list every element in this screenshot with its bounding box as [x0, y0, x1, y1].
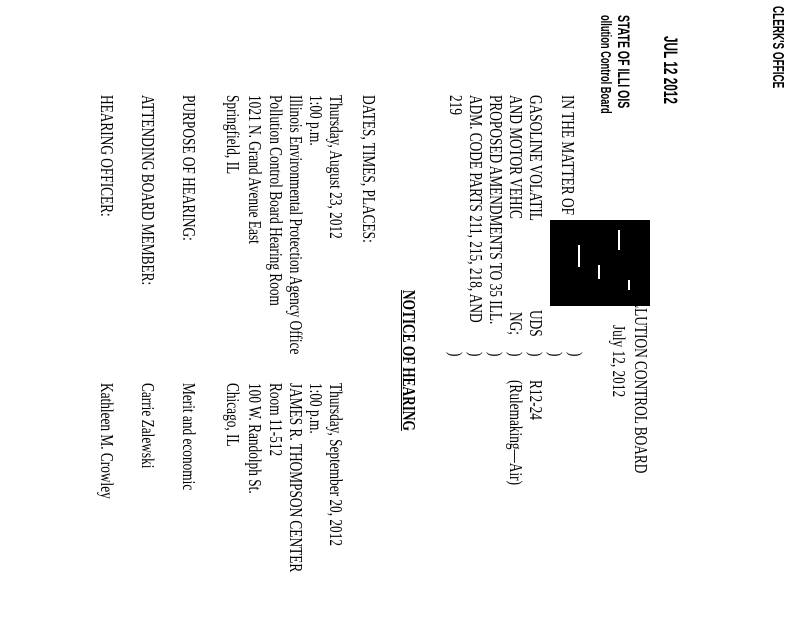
redaction-block: [550, 220, 650, 306]
hearing-officer-label: HEARING OFFICER:: [97, 95, 117, 217]
date-right-line: 1:00 p.m.: [306, 383, 326, 434]
notice-title: NOTICE OF HEARING: [399, 290, 419, 431]
caption-paren: ): [566, 352, 586, 357]
date-right-line: Thursday, September 20, 2012: [326, 383, 346, 547]
board-member-label: ATTENDING BOARD MEMBER:: [138, 95, 158, 286]
caption-fragment: NG;: [506, 312, 526, 335]
purpose-value: Merit and economic: [179, 383, 199, 491]
purpose-label: PURPOSE OF HEARING:: [179, 95, 199, 241]
caption-line: AND MOTOR VEHIC: [506, 95, 526, 219]
date-right-line: 100 W. Randolph St.: [245, 383, 265, 494]
caption-line: 219: [446, 95, 466, 115]
caption-line: ADM. CODE PARTS 211, 215, 218, AND: [466, 95, 486, 323]
caption-line: PROPOSED AMENDMENTS TO 35 ILL.: [486, 95, 506, 325]
date-left-line: Pollution Control Board Hearing Room: [266, 95, 286, 306]
caption-paren: ): [546, 352, 566, 357]
clerk-stamp-office: CLERK'S OFFICE: [769, 6, 786, 89]
caption-line: GASOLINE VOLATIL: [526, 95, 546, 221]
clerk-stamp-date: JUL 12 2012: [659, 36, 680, 104]
caption-paren: ): [506, 352, 526, 357]
date-left-line: 1021 N. Grand Avenue East: [245, 95, 265, 244]
caption-paren: ): [466, 352, 486, 357]
date-right-line: Chicago, IL: [223, 383, 243, 447]
date-left-line: Thursday, August 23, 2012: [326, 95, 346, 239]
clerk-stamp-board: ollution Control Board: [597, 15, 614, 114]
date-right-line: JAMES R. THOMPSON CENTER: [286, 383, 306, 573]
board-member-value: Carrie Zalewski: [138, 383, 158, 469]
date-left-line: Illinois Environmental Protection Agency…: [286, 95, 306, 355]
docket-number: R12-24: [526, 380, 546, 420]
hearing-officer-value: Kathleen M. Crowley: [97, 383, 117, 499]
board-name: LLUTION CONTROL BOARD: [631, 300, 651, 474]
caption-line: IN THE MATTER OF: [558, 95, 578, 216]
date-right-line: Room 11-512: [266, 383, 286, 457]
date-left-line: 1:00 p.m.: [306, 95, 326, 146]
caption-paren: ): [446, 352, 466, 357]
caption-fragment: UDS: [526, 310, 546, 337]
caption-paren: ): [526, 352, 546, 357]
dates-label: DATES, TIMES, PLACES:: [359, 95, 379, 243]
clerk-stamp-state: STATE OF ILLI OIS: [614, 15, 633, 109]
header-date: July 12, 2012: [609, 325, 629, 398]
docket-type: (Rulemaking—Air): [506, 380, 526, 486]
date-left-line: Springfield, IL: [223, 95, 243, 175]
caption-paren: ): [486, 352, 506, 357]
